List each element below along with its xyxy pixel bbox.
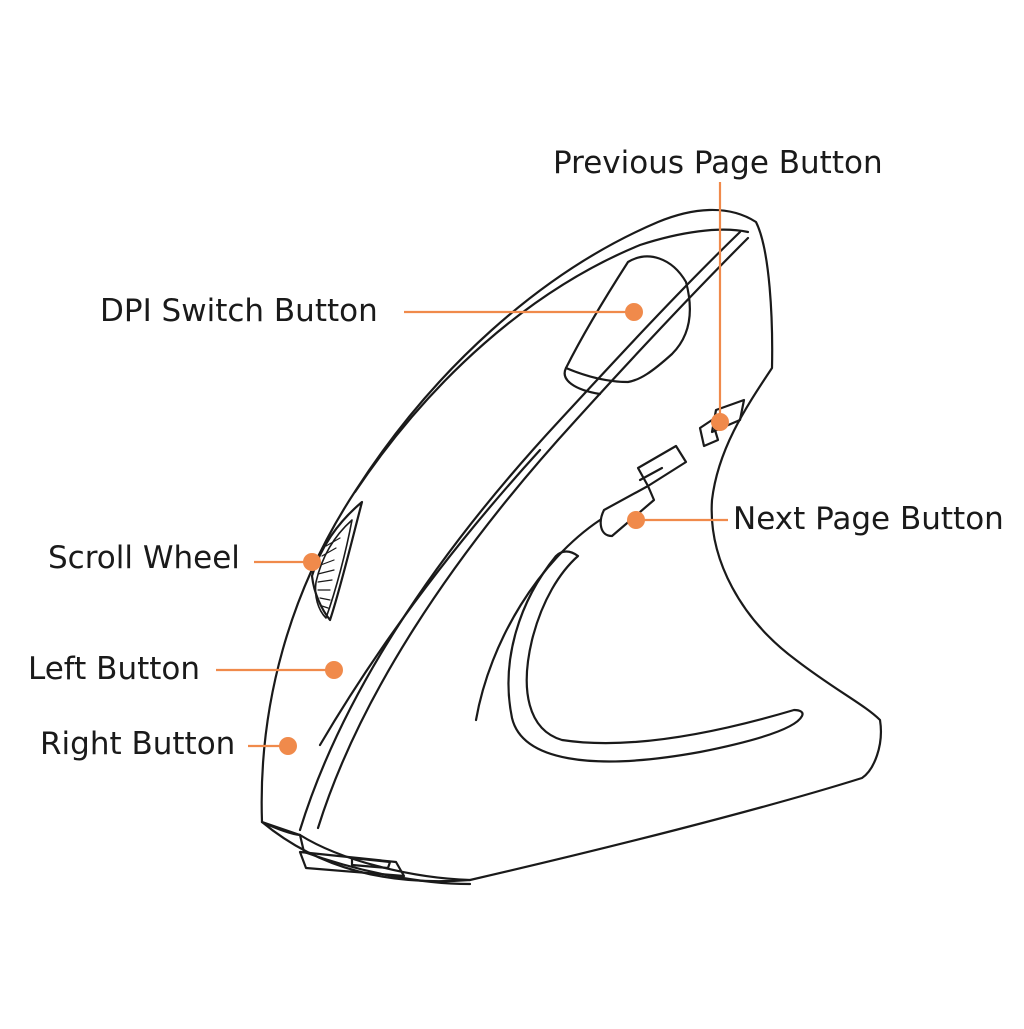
label-next-page-button: Next Page Button bbox=[733, 501, 1004, 537]
label-previous-page-button: Previous Page Button bbox=[553, 145, 883, 181]
dpi-switch-button bbox=[564, 255, 692, 384]
dot-next-page bbox=[627, 511, 645, 529]
dot-scroll bbox=[303, 553, 321, 571]
next-page-button bbox=[636, 444, 688, 488]
scroll-wheel-housing bbox=[310, 500, 364, 622]
dot-dpi bbox=[625, 303, 643, 321]
scroll-wheel bbox=[314, 519, 353, 619]
mouse-base bbox=[260, 820, 472, 882]
mouse-body-outline bbox=[260, 208, 882, 883]
dot-right bbox=[279, 737, 297, 755]
label-scroll-wheel: Scroll Wheel bbox=[48, 540, 240, 576]
button-divider bbox=[298, 230, 742, 832]
dot-left bbox=[325, 661, 343, 679]
dot-previous-page bbox=[711, 413, 729, 431]
thumb-rest bbox=[507, 550, 804, 763]
label-dpi-switch-button: DPI Switch Button bbox=[100, 293, 378, 329]
label-right-button: Right Button bbox=[40, 726, 236, 762]
label-left-button: Left Button bbox=[28, 651, 201, 687]
